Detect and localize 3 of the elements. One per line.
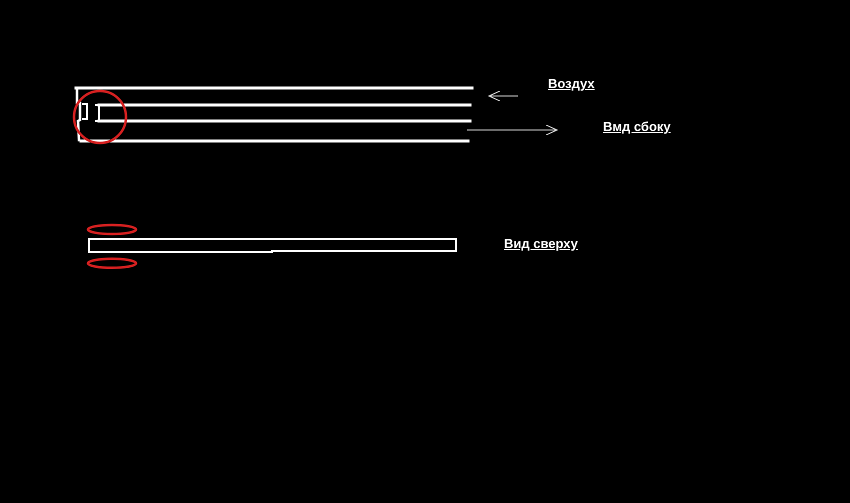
view-label: Вид сверху (504, 236, 578, 252)
view-label: Воздух (548, 76, 595, 92)
view-label: Вмд сбоку (603, 119, 671, 135)
